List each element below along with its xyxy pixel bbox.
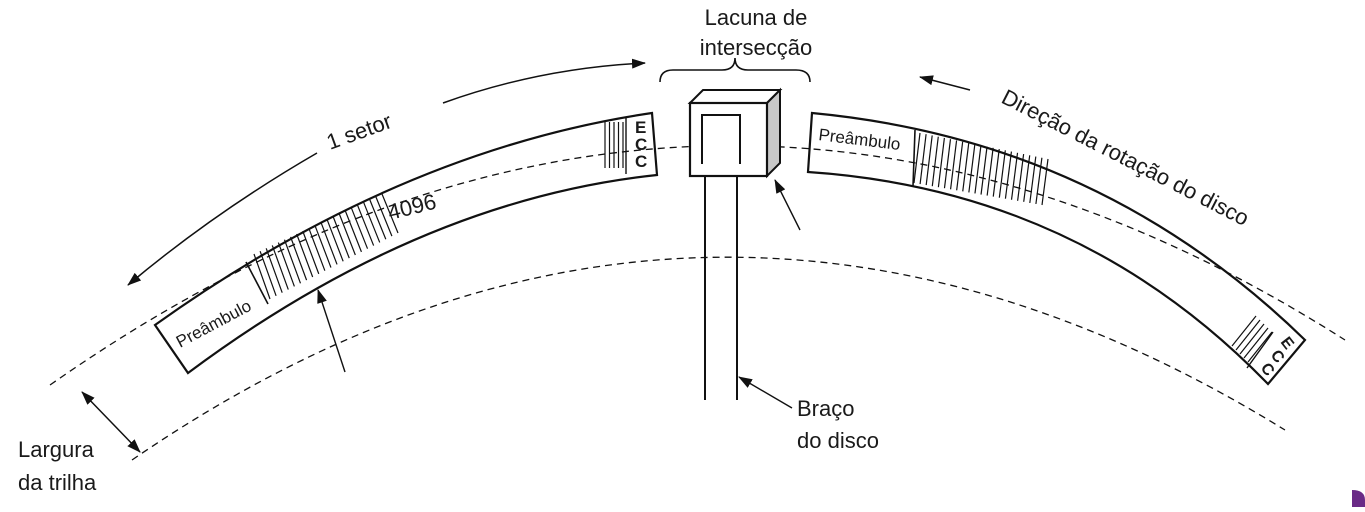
track-width-label-2: da trilha (18, 470, 97, 495)
hatch-line (1239, 323, 1265, 355)
arm-pointer-arrow (738, 376, 793, 409)
hatch-line (962, 142, 970, 192)
hatch-line (277, 242, 295, 287)
hatch-line (326, 219, 344, 262)
hatch-line (308, 228, 326, 271)
corner-accent-shape (1352, 490, 1365, 507)
sector-right-band (806, 111, 1307, 386)
hatch-line (968, 144, 976, 193)
hatch-line (1004, 151, 1013, 199)
hatch-line (992, 149, 1000, 197)
hatch-line (344, 210, 362, 253)
hatch-line (1231, 315, 1257, 347)
hatch-line (931, 136, 939, 187)
intersector-gap-brace (659, 57, 811, 83)
ecc-hatch-left (604, 122, 624, 168)
rotation-arrow (919, 75, 971, 91)
intersector-gap-label-1: Lacuna de (705, 5, 808, 30)
hatch-line (956, 141, 964, 191)
hatch-line (290, 236, 308, 281)
sector-label: 1 setor (323, 108, 395, 154)
disk-arm-label-2: do disco (797, 428, 879, 453)
preamble-right-divider (912, 129, 916, 187)
hatch-line (302, 230, 320, 275)
bits-pointer-arrow (317, 289, 346, 373)
hatch-line (1010, 152, 1019, 200)
hatch-line (943, 139, 952, 189)
hatch-line (296, 233, 314, 278)
read-write-head (687, 87, 783, 179)
hatch-line (1035, 157, 1043, 205)
hatch-line (913, 132, 921, 184)
hatch-line (332, 216, 350, 259)
intersector-gap-label-2: intersecção (700, 35, 813, 60)
hatch-line (1041, 158, 1049, 206)
hatch-line (998, 150, 1006, 198)
hatch-line (1029, 156, 1037, 203)
svg-text:C: C (635, 152, 647, 171)
hatch-line (925, 135, 933, 186)
hatch-line (320, 222, 338, 265)
hatch-line (271, 245, 289, 290)
hatch-line (357, 205, 375, 246)
hatch-line (974, 145, 982, 194)
hatch-line (369, 199, 387, 240)
hatch-line (338, 213, 356, 256)
hatch-line (986, 147, 994, 196)
hatch-line (919, 134, 927, 185)
ecc-left-label: E C C (635, 118, 647, 171)
hatch-line (937, 137, 945, 188)
preamble-left-divider (245, 261, 269, 305)
hatch-line (283, 239, 302, 284)
hatch-line (350, 208, 369, 249)
hatch-line (363, 202, 381, 243)
svg-text:C: C (635, 135, 647, 154)
track-width-arrow (81, 391, 141, 453)
sector-arrow-right (442, 58, 646, 104)
hatch-line (259, 250, 277, 297)
data-bits-hatch-right (913, 132, 1049, 206)
hatch-line (265, 248, 283, 293)
head-pointer-arrow (774, 179, 801, 231)
hatch-line (253, 253, 271, 300)
data-bits-label: 4096 (385, 189, 439, 225)
hatch-line (1235, 319, 1261, 351)
hatch-line (980, 146, 988, 195)
preamble-right-label: Preâmbulo (818, 125, 902, 154)
track-width-label-1: Largura (18, 437, 95, 462)
hatch-line (1017, 153, 1025, 201)
hatch-line (375, 196, 393, 237)
svg-text:E: E (635, 118, 646, 137)
disk-arm-label-1: Braço (797, 396, 854, 421)
hatch-line (949, 140, 958, 190)
sector-left-band (153, 111, 659, 375)
hatch-line (1243, 327, 1269, 359)
sector-arrow-left (127, 152, 318, 286)
ecc-hatch-right (1231, 315, 1273, 363)
hatch-line (1023, 155, 1031, 202)
ecc-right-divider (1246, 331, 1274, 369)
data-bits-hatch-left (253, 193, 399, 300)
hatch-line (1247, 331, 1273, 363)
hatch-line (381, 193, 399, 234)
hatch-line (314, 225, 332, 268)
track-inner-dashed (131, 256, 1286, 461)
